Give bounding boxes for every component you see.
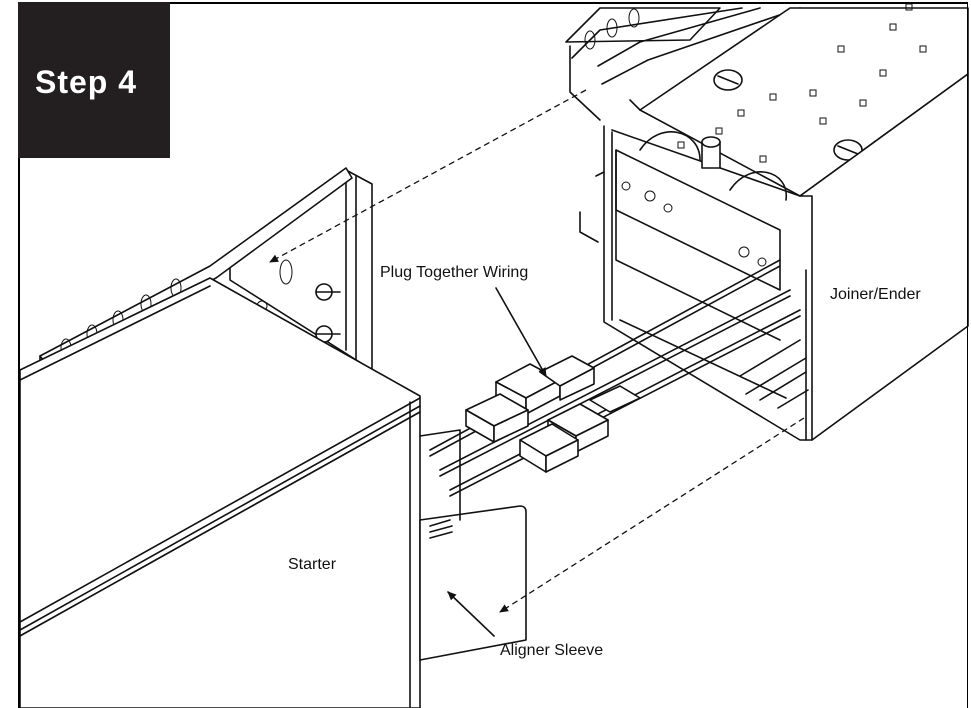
label-aligner-sleeve: Aligner Sleeve xyxy=(500,642,604,659)
step-badge: Step 4 xyxy=(18,2,170,158)
starter-housing xyxy=(19,167,527,708)
alignment-guide-top xyxy=(269,89,587,263)
aligner-leader xyxy=(447,591,495,637)
label-plug-together-wiring: Plug Together Wiring xyxy=(380,264,529,281)
plug-together-wiring xyxy=(429,259,801,497)
label-joiner-ender: Joiner/Ender xyxy=(830,286,921,303)
label-starter: Starter xyxy=(288,556,337,573)
joiner-ender-housing xyxy=(565,3,969,441)
plug-wiring-leader xyxy=(495,287,547,377)
alignment-guide-bottom xyxy=(499,417,805,613)
